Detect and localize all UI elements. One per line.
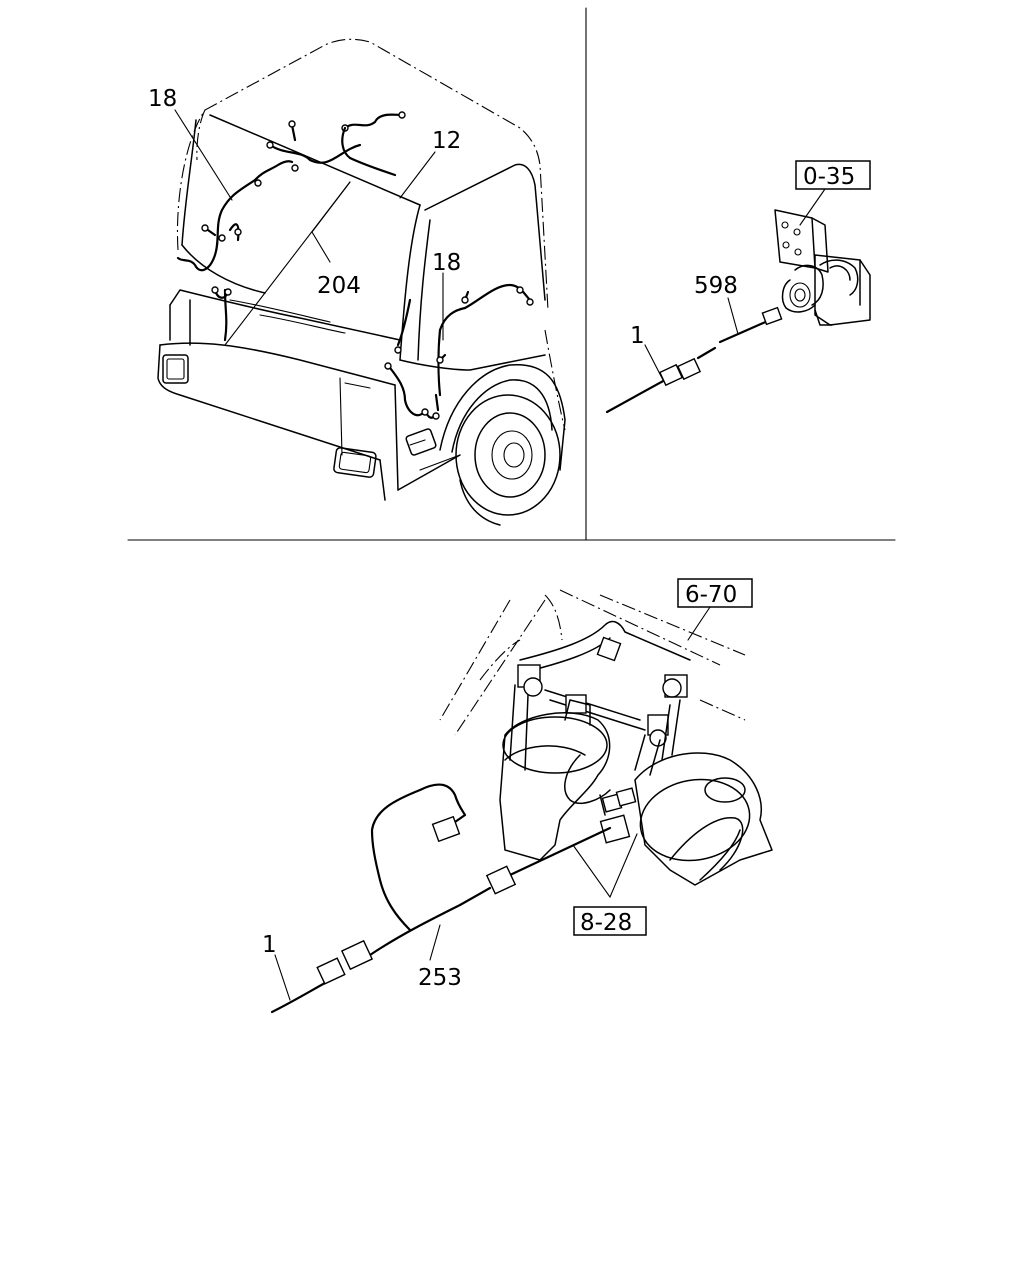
cab-wiring-harness (176, 111, 534, 420)
truck-cab-illustration (157, 38, 566, 526)
ref-box-0-35: 0-35 (795, 160, 871, 226)
main-harness-1-top (605, 344, 702, 414)
callout-204: 204 (317, 273, 361, 299)
callout-1-bottom: 1 (262, 932, 277, 958)
ref-label-0-35: 0-35 (803, 164, 855, 190)
ref-label-6-70: 6-70 (685, 582, 737, 608)
callout-1-top: 1 (630, 323, 645, 349)
horn-bracket-illustration (439, 589, 773, 886)
panel-dividers (127, 7, 896, 541)
sensor-assembly-illustration (774, 209, 871, 326)
callout-598: 598 (694, 273, 738, 299)
callout-12: 12 (432, 128, 461, 154)
ref-box-6-70: 6-70 (677, 578, 753, 641)
callout-leaders-cab (174, 109, 444, 346)
callout-18-left: 18 (148, 86, 177, 112)
sensor-harness-598 (696, 297, 783, 360)
callout-253: 253 (418, 965, 462, 991)
horn-ref-leaders (274, 833, 638, 1001)
ref-label-8-28: 8-28 (580, 910, 632, 936)
horn-harness-253 (270, 783, 612, 1014)
callout-18-right: 18 (432, 250, 461, 276)
ref-box-8-28: 8-28 (573, 906, 647, 936)
